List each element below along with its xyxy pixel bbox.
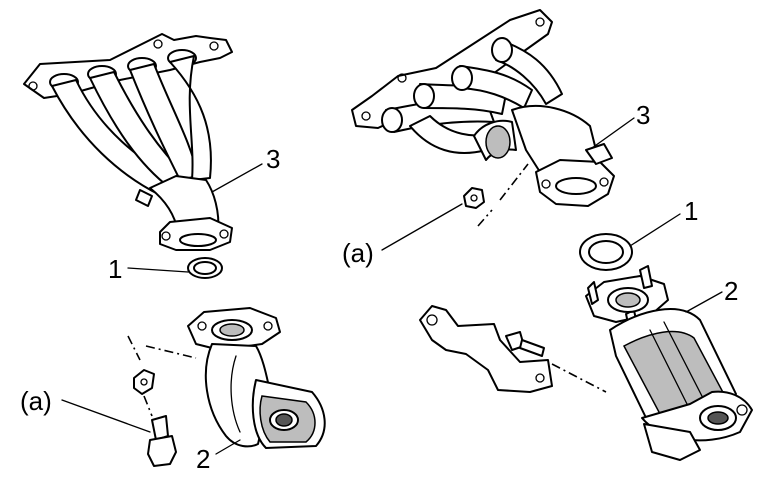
right-bracket: [419, 305, 607, 393]
right-manifold-leader: [591, 117, 635, 149]
right-exhaust-manifold: [351, 9, 615, 207]
right-gasket-leader: [629, 213, 681, 247]
left-manifold-leader: [211, 163, 263, 193]
right-catalytic-converter: [585, 265, 753, 461]
left-catalyst-label: 2: [196, 444, 210, 474]
right-catalyst-label: 2: [724, 276, 738, 306]
left-fastener-label: (a): [20, 386, 52, 416]
left-fastener-leader: [61, 399, 151, 433]
left-gasket-label: 1: [108, 254, 122, 284]
right-fastener-leader: [381, 203, 463, 251]
left-manifold-label: 3: [266, 144, 280, 174]
left-catalytic-converter: [187, 307, 326, 449]
right-stud-nut: [463, 163, 529, 227]
left-gasket-leader: [127, 267, 189, 273]
left-exhaust-manifold: [23, 33, 233, 251]
right-catalyst-leader: [685, 291, 723, 313]
right-manifold-label: 3: [636, 100, 650, 130]
left-catalyst-leader: [215, 439, 241, 455]
right-gasket: [579, 233, 633, 271]
right-gasket-label: 1: [684, 196, 698, 226]
right-fastener-label: (a): [342, 238, 374, 268]
left-fastener: [127, 335, 197, 467]
left-gasket: [187, 257, 223, 279]
